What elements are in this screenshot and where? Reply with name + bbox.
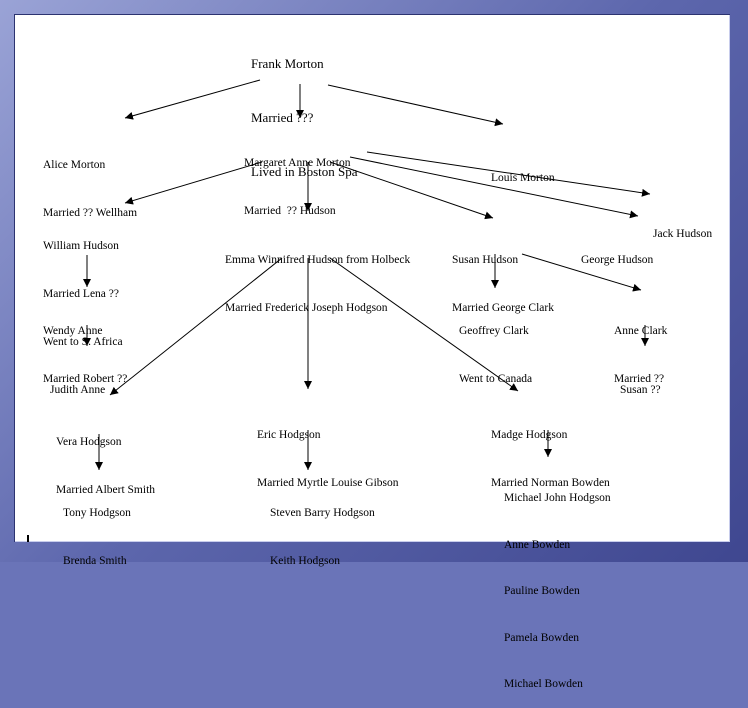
- person-madge-hodgson: Madge Hodgson Married Norman Bowden: [491, 395, 610, 507]
- person-wendy-anne: Wendy Anne Married Robert ??: [43, 291, 127, 403]
- arrow-frank-alice: [124, 79, 261, 120]
- person-william-hudson: William Hudson Married Lena ?? Went to S…: [43, 206, 123, 366]
- arrow-emma-vera: [109, 257, 283, 396]
- person-eric-hodgson: Eric Hodgson Married Myrtle Louise Gibso…: [257, 395, 399, 507]
- name-line: Geoffrey Clark: [459, 325, 529, 337]
- arrow-frank-louis: [327, 84, 504, 127]
- name-line: Susan ??: [620, 384, 661, 396]
- text-cursor: [27, 535, 29, 542]
- arrow-margaret-george: [349, 156, 639, 219]
- arrow-margaret-susan: [329, 161, 494, 220]
- name-line: Michael Bowden: [504, 678, 583, 690]
- name-line: Emma Winnifred Hudson from Holbeck: [225, 254, 411, 266]
- name-line: Anne Clark: [614, 325, 668, 337]
- person-emma-winnifred-hudson: Emma Winnifred Hudson from Holbeck Marri…: [225, 220, 410, 332]
- marriage-line: Married Frederick Joseph Hodgson: [225, 302, 388, 314]
- marriage-line: Married ??: [614, 373, 665, 385]
- marriage-line: Married Albert Smith: [56, 484, 156, 496]
- name-line: Louis Morton: [491, 172, 555, 184]
- name-line: Vera Hodgson: [56, 436, 122, 448]
- marriage-line: Married ?? Hudson: [244, 205, 336, 217]
- name-line: Eric Hodgson: [257, 429, 321, 441]
- connector-lines: [83, 79, 651, 470]
- person-susan-clark-child: Susan ??: [620, 350, 661, 414]
- person-margaret-anne-morton: Margaret Anne Morton Married ?? Hudson: [244, 123, 350, 235]
- person-anne-clark: Anne Clark Married ??: [614, 291, 667, 403]
- name-line: Judith Anne: [50, 384, 106, 396]
- name-line: Madge Hodgson: [491, 429, 568, 441]
- marriage-line: Married Myrtle Louise Gibson: [257, 477, 399, 489]
- name-line: Keith Hodgson: [270, 555, 340, 567]
- name-line: Anne Bowden: [504, 538, 571, 551]
- name-line: Frank Morton: [251, 56, 324, 71]
- name-line: Tony Hodgson: [63, 507, 131, 519]
- person-frank-morton: Frank Morton Married ??? Lived in Boston…: [251, 19, 358, 199]
- person-geoffrey-clark: Geoffrey Clark Went to Canada: [459, 291, 532, 403]
- name-line: Pauline Bowden: [504, 585, 580, 597]
- person-susan-hudson: Susan Hudson Married George Clark: [452, 220, 554, 332]
- name-line: Alice Morton: [43, 159, 106, 171]
- name-line: Pamela Bowden: [504, 631, 580, 644]
- children-of-eric: Steven Barry Hodgson Keith Hodgson: [270, 473, 375, 585]
- note-line: Went to Canada: [459, 373, 533, 385]
- name-line: Jack Hudson: [653, 228, 713, 240]
- arrow-emma-madge: [329, 257, 519, 392]
- marriage-line: Married Robert ??: [43, 373, 128, 385]
- arrow-margaret-william: [124, 161, 263, 205]
- person-alice-morton: Alice Morton Married ?? Wellham: [43, 125, 137, 237]
- name-line: Brenda Smith: [63, 555, 127, 567]
- note-line: Went to S. Africa: [43, 336, 123, 348]
- marriage-line: Married ???: [251, 110, 314, 125]
- marriage-line: Married George Clark: [452, 302, 554, 314]
- person-george-hudson: George Hudson: [581, 220, 653, 284]
- name-line: Wendy Anne: [43, 325, 103, 337]
- name-line: Susan Hudson: [452, 254, 519, 266]
- person-louis-morton: Louis Morton: [491, 138, 555, 202]
- person-vera-hodgson: Vera Hodgson Married Albert Smith: [56, 402, 155, 514]
- children-of-madge: Michael John Hodgson Anne Bowden Pauline…: [504, 460, 611, 708]
- marriage-line: Married ?? Wellham: [43, 207, 138, 219]
- name-line: William Hudson: [43, 240, 119, 252]
- chart-canvas: [14, 14, 730, 542]
- marriage-line: Married Lena ??: [43, 288, 119, 300]
- residence-line: Lived in Boston Spa: [251, 164, 358, 179]
- person-jack-hudson: Jack Hudson: [653, 194, 712, 258]
- person-judith-anne: Judith Anne: [50, 350, 105, 414]
- name-line: Steven Barry Hodgson: [270, 507, 375, 519]
- arrow-susan-anneclark: [521, 253, 642, 292]
- children-of-vera: Tony Hodgson Brenda Smith: [63, 473, 131, 585]
- marriage-line: Married Norman Bowden: [491, 477, 610, 489]
- arrow-margaret-jack: [366, 151, 651, 197]
- name-line: Margaret Anne Morton: [244, 157, 351, 169]
- name-line: George Hudson: [581, 254, 654, 266]
- name-line: Michael John Hodgson: [504, 492, 611, 504]
